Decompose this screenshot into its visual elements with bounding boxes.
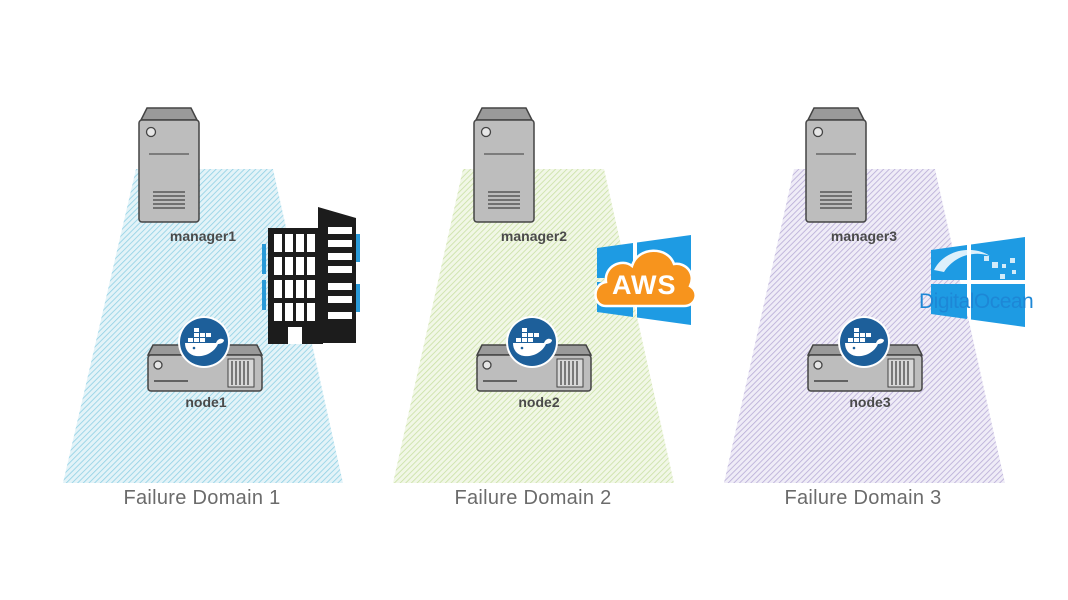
failure-domain-1-label: Failure Domain 1 xyxy=(123,487,281,509)
docker-icon xyxy=(838,316,890,368)
digitalocean-windows-icon xyxy=(931,237,1025,327)
node2-label: node2 xyxy=(518,394,560,410)
manager1-label: manager1 xyxy=(169,228,237,244)
digitalocean-logo-icon xyxy=(934,249,1016,279)
docker-icon xyxy=(178,316,230,368)
docker-icon xyxy=(506,316,558,368)
node3-label: node3 xyxy=(849,394,891,410)
manager2-label: manager2 xyxy=(500,228,568,244)
digitalocean-logo-text: DigitalOcean xyxy=(919,290,1034,313)
manager1-server-icon xyxy=(138,107,200,223)
failure-domain-3-label: Failure Domain 3 xyxy=(784,487,942,509)
aws-logo-text: AWS xyxy=(612,270,677,300)
aws-windows-icon xyxy=(594,235,697,325)
manager3-label: manager3 xyxy=(830,228,898,244)
aws-cloud-icon xyxy=(594,249,697,308)
manager3-server-icon xyxy=(805,107,867,223)
office-building-icon xyxy=(262,207,360,344)
manager2-server-icon xyxy=(473,107,535,223)
node1-label: node1 xyxy=(185,394,227,410)
failure-domain-2-label: Failure Domain 2 xyxy=(454,487,612,509)
